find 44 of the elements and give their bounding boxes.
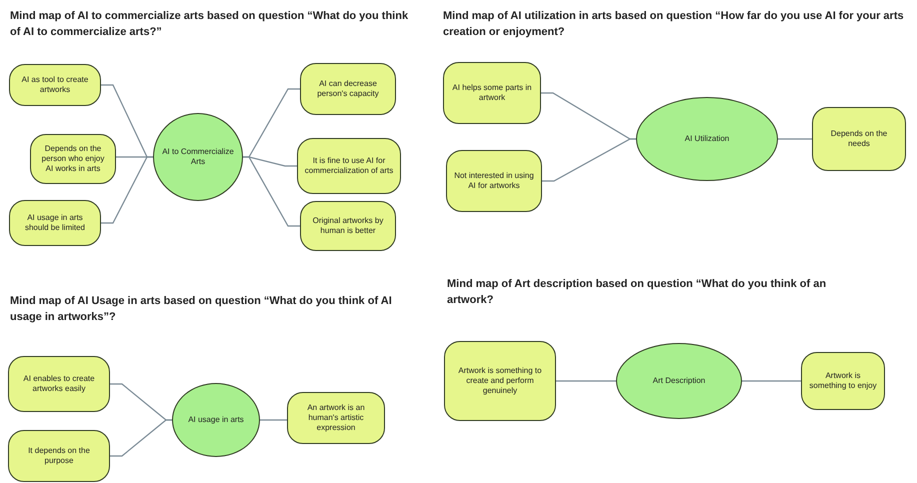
connector-line <box>556 380 616 382</box>
node-text: AI can decrease person's capacity <box>316 79 380 99</box>
connector-line <box>101 156 153 224</box>
node-text: AI usage in arts <box>188 415 244 425</box>
heading: Mind map of Art description based on question “What do you think of an artwork? <box>447 277 828 308</box>
heading: Mind map of AI Usage in arts based on question “What do you think of AI usage in artworks”? <box>10 294 393 325</box>
connector-line <box>542 138 636 182</box>
node-text: It is fine to use AI for commercialization of arts <box>304 156 394 176</box>
rounded-box <box>300 201 396 251</box>
rounded-box <box>297 138 401 194</box>
rounded-box <box>9 64 101 106</box>
node-text: Original artworks by human is better <box>312 216 384 236</box>
node-text: Depends on the needs <box>830 129 888 149</box>
rounded-box <box>801 352 885 410</box>
connector-line <box>110 419 172 457</box>
heading: Mind map of AI utilization in arts based on question “How far do you use AI for your arts creation or enjoyment? <box>443 9 905 40</box>
node-text: AI as tool to create artworks <box>20 75 90 95</box>
node-text: Artwork is something to create and perform genuinely <box>457 366 543 396</box>
rounded-box <box>9 200 101 246</box>
heading: Mind map of AI to commercialize arts based on question “What do you think of AI to commercialize arts?” <box>10 9 410 40</box>
node-text: Not interested in using AI for artworks <box>453 171 535 191</box>
node-text: Art Description <box>652 376 706 386</box>
connector-line <box>243 156 300 227</box>
connector-line <box>742 380 801 382</box>
node-text: Artwork is something to enjoy <box>808 371 878 391</box>
rounded-box <box>8 430 110 482</box>
node-text: AI helps some parts in artwork <box>451 83 533 103</box>
rounded-box <box>446 150 542 212</box>
node-text: Depends on the person who enjoy AI works in arts <box>40 144 106 174</box>
node-text: AI usage in arts should be limited <box>24 213 86 233</box>
node-text: AI enables to create artworks easily <box>22 374 96 394</box>
node-text: AI Utilization <box>684 134 730 144</box>
connector-line <box>778 138 812 140</box>
rounded-box <box>300 63 396 115</box>
node-text: It depends on the purpose <box>27 446 91 466</box>
node-text: AI to Commercialize Arts <box>161 147 235 167</box>
rounded-box <box>444 341 556 421</box>
rounded-box <box>8 356 110 412</box>
connector-line <box>260 419 287 421</box>
rounded-box <box>812 107 906 171</box>
rounded-box <box>287 392 385 444</box>
node-text: An artwork is an human's artistic expression <box>306 403 366 433</box>
rounded-box <box>30 134 116 184</box>
rounded-box <box>443 62 541 124</box>
